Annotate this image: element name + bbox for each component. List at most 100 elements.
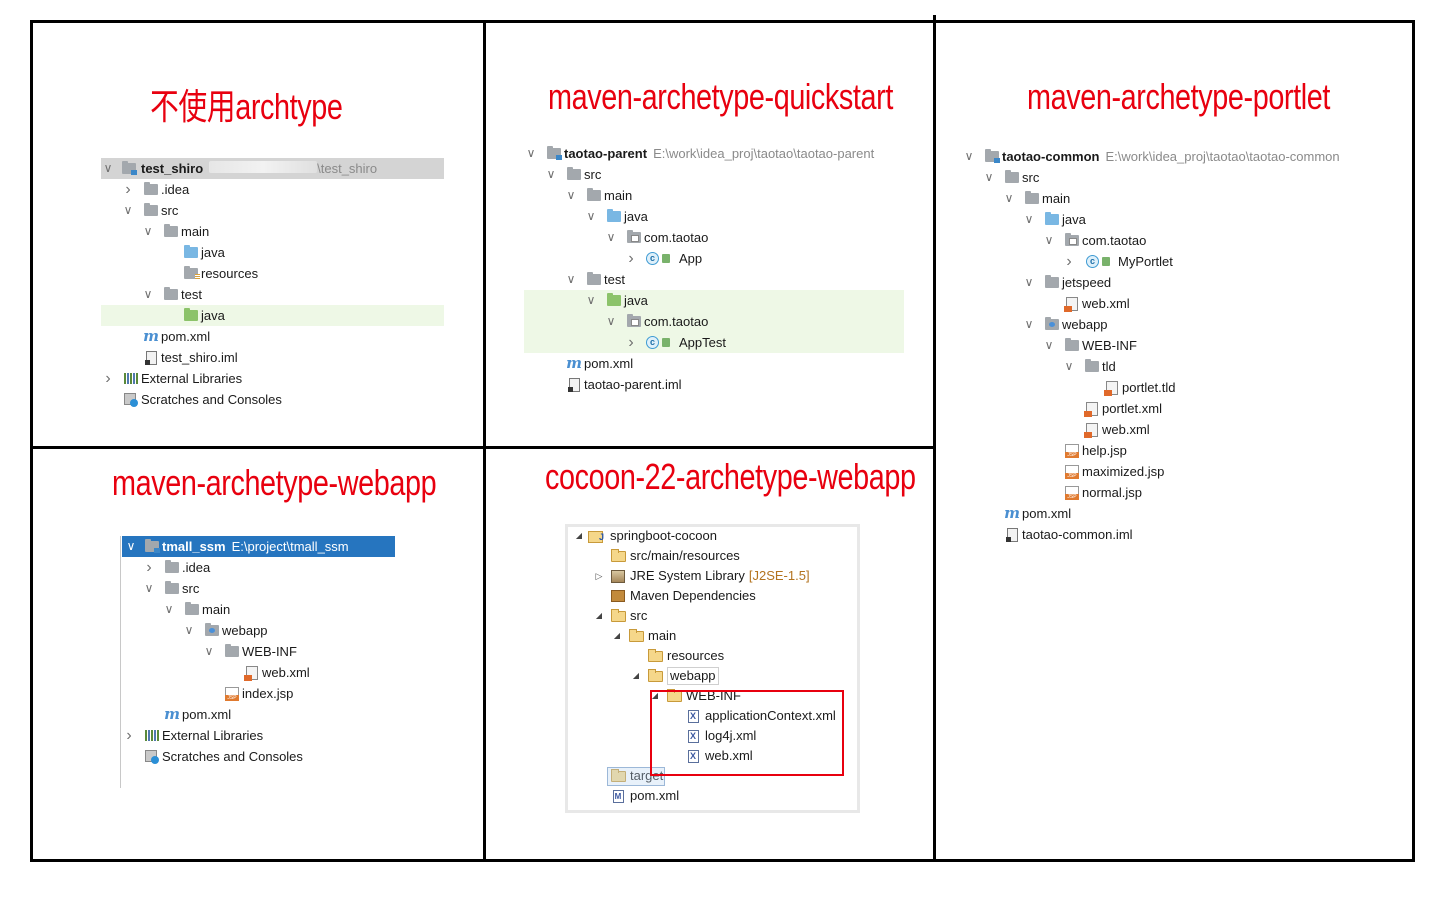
expanded-triangle-icon[interactable]: [572, 526, 586, 546]
tree-node-maximized-jsp[interactable]: maximized.jsp: [962, 461, 1382, 482]
chevron-down-icon[interactable]: [604, 311, 618, 332]
tree-node-test-package[interactable]: com.taotao: [524, 311, 904, 332]
chevron-down-icon[interactable]: [524, 143, 538, 164]
tree-node-test[interactable]: test: [101, 284, 444, 305]
tree-node-java[interactable]: java: [962, 209, 1382, 230]
tree-node-root[interactable]: taotao-commonE:\work\idea_proj\taotao\ta…: [962, 146, 1382, 167]
tree-node-iml[interactable]: test_shiro.iml: [101, 347, 444, 368]
chevron-down-icon[interactable]: [141, 221, 155, 242]
chevron-down-icon[interactable]: [564, 269, 578, 290]
tree-node-test-java[interactable]: java: [524, 290, 904, 311]
chevron-down-icon[interactable]: [202, 641, 216, 662]
chevron-down-icon[interactable]: [101, 158, 115, 179]
chevron-down-icon[interactable]: [1022, 272, 1036, 293]
tree-node-app[interactable]: c App: [524, 248, 904, 269]
chevron-down-icon[interactable]: [1022, 314, 1036, 335]
tree-node-src[interactable]: src: [962, 167, 1382, 188]
tree-node-resources[interactable]: resources: [101, 263, 444, 284]
tree-node-resources[interactable]: resources: [570, 646, 855, 666]
tree-node-tld[interactable]: tld: [962, 356, 1382, 377]
chevron-down-icon[interactable]: [564, 185, 578, 206]
tree-node-package[interactable]: com.taotao: [524, 227, 904, 248]
chevron-down-icon[interactable]: [1062, 356, 1076, 377]
tree-node-webapp[interactable]: webapp: [570, 666, 855, 686]
tree-node-pom[interactable]: M pom.xml: [570, 786, 855, 806]
tree-node-root[interactable]: test_shiro\test_shiro: [101, 158, 444, 179]
tree-node-ext-libs[interactable]: External Libraries: [101, 368, 444, 389]
tree-node-ext-libs[interactable]: External Libraries: [122, 725, 395, 746]
tree-node-pom[interactable]: m pom.xml: [122, 704, 395, 725]
tree-node-pom[interactable]: m pom.xml: [524, 353, 904, 374]
tree-node-iml[interactable]: taotao-common.iml: [962, 524, 1382, 545]
tree-node-root[interactable]: springboot-cocoon: [570, 526, 855, 547]
tree-node-iml[interactable]: taotao-parent.iml: [524, 374, 904, 395]
chevron-right-icon[interactable]: [121, 179, 135, 200]
tree-node-webapp[interactable]: webapp: [122, 620, 395, 641]
chevron-down-icon[interactable]: [1042, 335, 1056, 356]
tree-node-webinf[interactable]: WEB-INF: [122, 641, 395, 662]
tree-node-app-ctx[interactable]: X applicationContext.xml: [570, 706, 855, 726]
tree-node-log4j[interactable]: X log4j.xml: [570, 726, 855, 746]
tree-node-main[interactable]: main: [101, 221, 444, 242]
tree-node-scratches[interactable]: Scratches and Consoles: [101, 389, 444, 410]
chevron-right-icon[interactable]: [101, 368, 115, 389]
chevron-right-icon[interactable]: [624, 332, 638, 353]
tree-node-src[interactable]: src: [122, 578, 395, 599]
chevron-down-icon[interactable]: [124, 536, 138, 557]
tree-node-src-main-resources[interactable]: src/main/resources: [570, 546, 855, 566]
tree-node-pom[interactable]: m pom.xml: [101, 326, 444, 347]
tree-node-java[interactable]: java: [524, 206, 904, 227]
chevron-down-icon[interactable]: [141, 284, 155, 305]
tree-node-index-jsp[interactable]: index.jsp: [122, 683, 395, 704]
tree-node-app-test[interactable]: c AppTest: [524, 332, 904, 353]
tree-node-main[interactable]: main: [962, 188, 1382, 209]
chevron-down-icon[interactable]: [982, 167, 996, 188]
chevron-down-icon[interactable]: [1042, 230, 1056, 251]
collapsed-triangle-icon[interactable]: [592, 566, 606, 586]
tree-node-jetspeed[interactable]: jetspeed: [962, 272, 1382, 293]
tree-node-jre[interactable]: JRE System Library[J2SE-1.5]: [570, 566, 855, 586]
expanded-triangle-icon[interactable]: [629, 666, 643, 686]
tree-node-test[interactable]: test: [524, 269, 904, 290]
tree-node-normal-jsp[interactable]: normal.jsp: [962, 482, 1382, 503]
tree-node-test-java[interactable]: java: [101, 305, 444, 326]
chevron-down-icon[interactable]: [604, 227, 618, 248]
tree-node-scratches[interactable]: Scratches and Consoles: [122, 746, 395, 767]
tree-node-jetspeed-web[interactable]: web.xml: [962, 293, 1382, 314]
tree-node-portlet-class[interactable]: c MyPortlet: [962, 251, 1382, 272]
tree-node-root[interactable]: taotao-parentE:\work\idea_proj\taotao\ta…: [524, 143, 904, 164]
tree-node-idea[interactable]: .idea: [101, 179, 444, 200]
tree-node-src[interactable]: src: [101, 200, 444, 221]
tree-node-web-xml[interactable]: X web.xml: [570, 746, 855, 766]
tree-node-portlet-tld[interactable]: portlet.tld: [962, 377, 1382, 398]
chevron-down-icon[interactable]: [962, 146, 976, 167]
tree-node-idea[interactable]: .idea: [122, 557, 395, 578]
tree-node-src[interactable]: src: [570, 606, 855, 626]
chevron-down-icon[interactable]: [584, 290, 598, 311]
chevron-down-icon[interactable]: [182, 620, 196, 641]
tree-node-webinf[interactable]: WEB-INF: [962, 335, 1382, 356]
chevron-down-icon[interactable]: [142, 578, 156, 599]
chevron-down-icon[interactable]: [584, 206, 598, 227]
tree-node-java[interactable]: java: [101, 242, 444, 263]
chevron-down-icon[interactable]: [544, 164, 558, 185]
chevron-right-icon[interactable]: [142, 557, 156, 578]
tree-node-web-xml[interactable]: web.xml: [122, 662, 395, 683]
chevron-down-icon[interactable]: [162, 599, 176, 620]
tree-node-main[interactable]: main: [570, 626, 855, 646]
chevron-down-icon[interactable]: [1022, 209, 1036, 230]
tree-node-web-xml[interactable]: web.xml: [962, 419, 1382, 440]
expanded-triangle-icon[interactable]: [592, 606, 606, 626]
chevron-right-icon[interactable]: [624, 248, 638, 269]
chevron-right-icon[interactable]: [1062, 251, 1076, 272]
tree-node-pom[interactable]: m pom.xml: [962, 503, 1382, 524]
chevron-down-icon[interactable]: [121, 200, 135, 221]
tree-node-src[interactable]: src: [524, 164, 904, 185]
chevron-right-icon[interactable]: [122, 725, 136, 746]
tree-node-package[interactable]: com.taotao: [962, 230, 1382, 251]
tree-node-maven-deps[interactable]: Maven Dependencies: [570, 586, 855, 606]
tree-node-portlet-xml[interactable]: portlet.xml: [962, 398, 1382, 419]
tree-node-main[interactable]: main: [122, 599, 395, 620]
chevron-down-icon[interactable]: [1002, 188, 1016, 209]
